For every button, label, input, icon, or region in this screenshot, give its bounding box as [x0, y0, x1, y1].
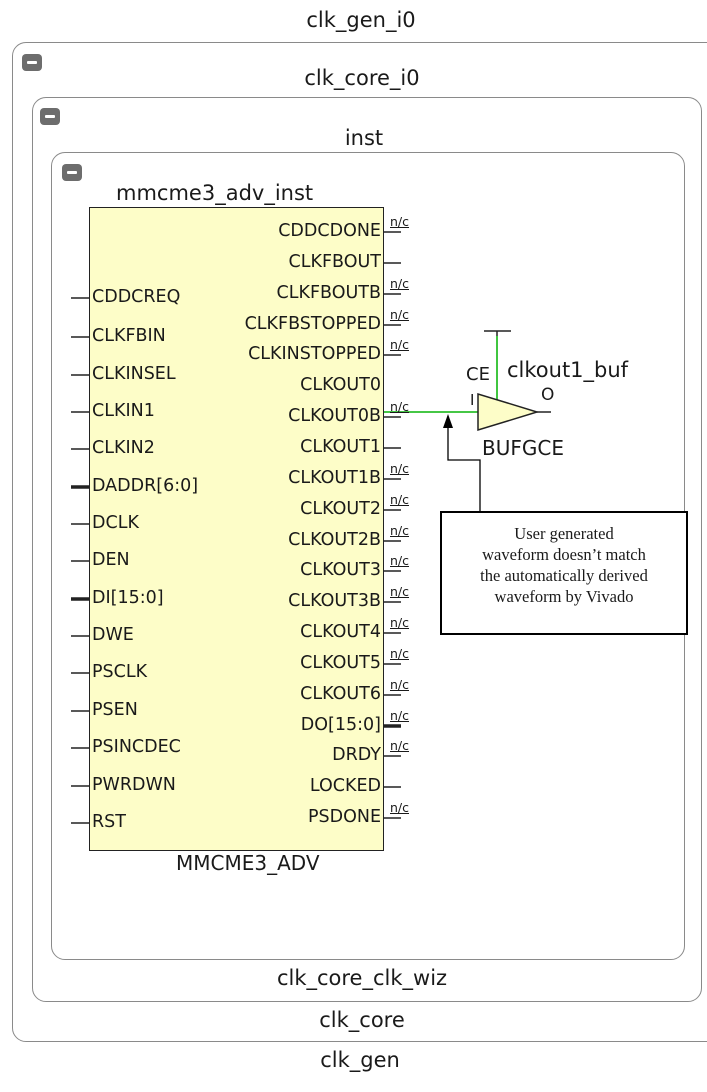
nc-label-14: n/c [390, 646, 410, 661]
output-pin-0[interactable]: CDDCDONE [278, 221, 381, 241]
nc-label-3: n/c [390, 307, 410, 322]
input-pin-14[interactable]: RST [92, 812, 126, 832]
input-pin-0[interactable]: CDDCREQ [92, 287, 181, 307]
nc-label-19: n/c [390, 800, 410, 815]
output-pin-12[interactable]: CLKOUT3B [288, 591, 381, 611]
callout-line-2: waveform doesn’t match [482, 545, 646, 564]
nc-label-15: n/c [390, 677, 410, 692]
input-pin-3[interactable]: CLKIN1 [92, 401, 155, 421]
bufgce-type-label: BUFGCE [482, 436, 564, 460]
output-pin-2[interactable]: CLKFBOUTB [276, 283, 382, 303]
bufgce-ce-pin-label: CE [466, 364, 490, 385]
clk-gen-top-label: clk_gen_i0 [306, 8, 416, 32]
output-pin-3[interactable]: CLKFBSTOPPED [244, 314, 381, 334]
nc-label-2: n/c [390, 276, 410, 291]
nc-label-10: n/c [390, 523, 410, 538]
nc-label-9: n/c [390, 492, 410, 507]
nc-label-11: n/c [390, 553, 410, 568]
cell-type-label: MMCME3_ADV [176, 851, 320, 875]
output-pin-15[interactable]: CLKOUT6 [300, 684, 381, 704]
input-pin-9[interactable]: DWE [92, 625, 134, 645]
output-pin-13[interactable]: CLKOUT4 [300, 622, 381, 642]
callout-arrow-line [447, 426, 481, 511]
output-pin-9[interactable]: CLKOUT2 [300, 499, 381, 519]
waveform-mismatch-callout: User generated waveform doesn’t match th… [440, 511, 688, 635]
input-pin-10[interactable]: PSCLK [92, 662, 148, 682]
output-pin-18[interactable]: LOCKED [309, 776, 381, 796]
clk-wiz-collapse-button[interactable] [62, 164, 82, 181]
bufgce-i-pin-label: I [470, 391, 475, 409]
callout-arrowhead [443, 414, 453, 428]
clk-core-bottom-label: clk_core [319, 1008, 405, 1032]
output-pin-5[interactable]: CLKOUT0 [300, 375, 381, 395]
nc-label-8: n/c [390, 461, 410, 476]
clk-core-top-label: clk_core_i0 [304, 66, 420, 90]
input-pin-12[interactable]: PSINCDEC [92, 737, 181, 757]
input-pin-1[interactable]: CLKFBIN [92, 326, 166, 346]
output-pin-14[interactable]: CLKOUT5 [300, 653, 381, 673]
cell-instance-label: mmcme3_adv_inst [116, 181, 314, 205]
input-pin-7[interactable]: DEN [92, 550, 130, 570]
input-pin-13[interactable]: PWRDWN [92, 775, 176, 795]
output-pin-4[interactable]: CLKINSTOPPED [248, 344, 381, 364]
clk-core-frame[interactable] [32, 97, 702, 1002]
nc-label-6: n/c [390, 399, 410, 414]
output-pin-16[interactable]: DO[15:0] [300, 715, 381, 735]
output-pin-7[interactable]: CLKOUT1 [300, 437, 381, 457]
mmcm-cell[interactable] [89, 207, 384, 851]
clk-gen-bottom-label: clk_gen [320, 1048, 400, 1072]
wiz-top-label: inst [344, 126, 384, 150]
output-pin-11[interactable]: CLKOUT3 [300, 560, 381, 580]
output-pin-10[interactable]: CLKOUT2B [288, 530, 381, 550]
clk-gen-frame[interactable] [12, 42, 707, 1042]
input-pin-6[interactable]: DCLK [92, 513, 139, 533]
nc-label-16: n/c [390, 708, 410, 723]
bufgce-instance-label: clkout1_buf [507, 358, 629, 382]
callout-line-3: the automatically derived [480, 566, 648, 585]
output-pin-8[interactable]: CLKOUT1B [288, 468, 381, 488]
input-pin-2[interactable]: CLKINSEL [92, 364, 176, 384]
output-pin-19[interactable]: PSDONE [307, 807, 381, 827]
input-pin-4[interactable]: CLKIN2 [92, 438, 155, 458]
output-pin-17[interactable]: DRDY [332, 745, 381, 765]
clk-gen-collapse-button[interactable] [22, 54, 42, 71]
input-pin-5[interactable]: DADDR[6:0] [92, 476, 199, 496]
nc-label-12: n/c [390, 584, 410, 599]
bufgce-symbol [477, 392, 540, 432]
input-pin-11[interactable]: PSEN [92, 700, 138, 720]
wiz-bottom-label: clk_core_clk_wiz [276, 966, 448, 990]
callout-line-1: User generated [514, 524, 614, 543]
bufgce-o-pin-label: O [541, 385, 555, 405]
input-pin-8[interactable]: DI[15:0] [92, 588, 164, 608]
nc-label-4: n/c [390, 337, 410, 352]
nc-label-17: n/c [390, 738, 410, 753]
output-pin-1[interactable]: CLKFBOUT [288, 252, 381, 272]
clk-core-collapse-button[interactable] [40, 108, 60, 125]
nc-label-0: n/c [390, 214, 410, 229]
nc-label-13: n/c [390, 615, 410, 630]
output-pin-6[interactable]: CLKOUT0B [288, 406, 381, 426]
callout-line-4: waveform by Vivado [494, 587, 634, 606]
